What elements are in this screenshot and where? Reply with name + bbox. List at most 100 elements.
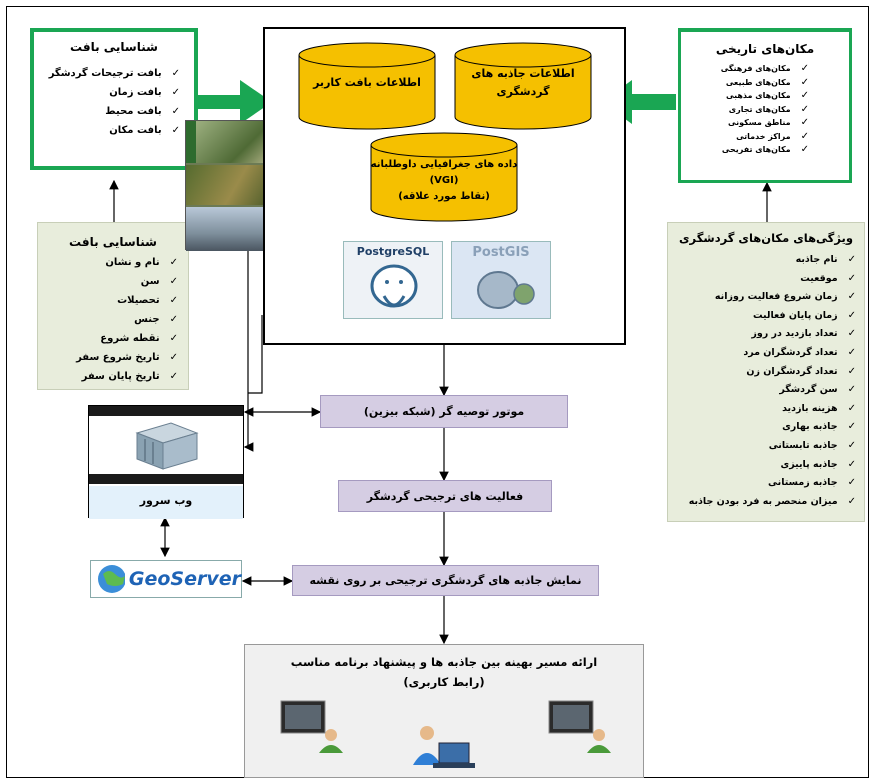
box-title: مکان‌های تاریخی — [715, 42, 815, 56]
db-attractions-label: اطلاعات جاذبه های گردشگری — [453, 65, 593, 101]
checklist-item-label: مکان‌های مذهبی — [726, 91, 791, 100]
checklist: ✓مکان‌های فرهنگی✓مکان‌های طبیعی✓مکان‌های… — [681, 62, 849, 157]
db-attractions-cylinder — [454, 42, 592, 130]
checklist-item-label: تاریخ پایان سفر — [81, 371, 160, 382]
globe-icon — [98, 565, 125, 593]
checklist-item: ✓ تاریخ پایان سفر — [38, 367, 178, 386]
check-icon: ✓ — [171, 87, 180, 98]
db-vgi-line1: داده های جغرافیایی داوطلبانه — [370, 159, 518, 170]
checklist-item-label: بافت مکان — [109, 125, 162, 136]
checklist-item: ✓زمان شروع فعالیت روزانه — [668, 288, 856, 307]
checklist-item: ✓ جاذبه پاییزی — [668, 456, 856, 475]
check-icon: ✓ — [847, 477, 856, 489]
checklist-item-label: مراکز خدماتی — [736, 131, 791, 141]
checklist-item: ✓ بافت مکان — [34, 121, 180, 140]
checklist-item: ✓ مکان‌های مذهبی — [681, 89, 809, 103]
check-icon: ✓ — [847, 328, 856, 340]
check-icon: ✓ — [847, 421, 856, 433]
check-icon: ✓ — [847, 346, 856, 358]
checklist-item-label: سن گردشگر — [779, 384, 838, 396]
check-icon: ✓ — [847, 495, 856, 507]
check-icon: ✓ — [800, 63, 809, 74]
db-attractions-line2: گردشگری — [496, 85, 550, 98]
checklist-item: ✓ مراکز خدماتی — [681, 130, 809, 144]
preferred-activities-step: فعالیت های ترجیحی گردشگر — [338, 480, 552, 512]
geoserver-logo: GeoServer — [90, 560, 242, 598]
postgresql-text: PostgreSQL — [356, 245, 430, 258]
checklist-item: ✓مکان‌های تجاری — [681, 103, 809, 117]
check-icon: ✓ — [800, 130, 809, 142]
checklist-item-label: تاریخ شروع سفر — [76, 352, 160, 363]
checklist-item: ✓موقعیت — [668, 270, 856, 289]
postgresql-logo: PostgreSQL — [343, 241, 443, 319]
db-user-context-label: اطلاعات بافت کاربر — [313, 76, 421, 89]
check-icon: ✓ — [847, 384, 856, 396]
checklist-item-label: جنس — [134, 314, 160, 325]
db-vgi-line2: (VGI) — [429, 175, 459, 186]
check-icon: ✓ — [847, 458, 856, 470]
check-icon: ✓ — [847, 365, 856, 377]
checklist-item: ✓ نام و نشان — [38, 253, 178, 272]
checklist-item-label: بافت زمان — [109, 87, 162, 98]
checklist-item-label: زمان شروع فعالیت روزانه — [714, 291, 838, 303]
check-icon: ✓ — [169, 371, 178, 382]
checklist-item-label: بافت ترجیحات گردشگر — [48, 68, 162, 79]
checklist-item: ✓ هزینه بازدید — [668, 400, 856, 419]
checklist-item: ✓مکان‌های تفریحی — [681, 143, 809, 157]
checklist-item: ✓میزان منحصر به فرد بودن جاذبه — [668, 493, 856, 512]
user-computer-icon-left — [280, 700, 343, 753]
elephant-globe-icon — [477, 271, 535, 309]
check-icon: ✓ — [847, 254, 856, 265]
checklist-item-label: تعداد گردشگران مرد — [743, 346, 838, 358]
check-icon: ✓ — [169, 352, 178, 363]
postgis-text: PostGIS — [472, 245, 530, 260]
db-vgi-label: داده های جغرافیایی داوطلبانه (VGI) (نقاط… — [369, 157, 519, 205]
check-icon: ✓ — [169, 333, 178, 344]
checklist-item: ✓مناطق مسکونی — [681, 116, 809, 130]
output-line2: (رابط کاربری) — [403, 675, 485, 689]
checklist-item-label: نام و نشان — [105, 257, 160, 268]
checklist-item: ✓جاذبه تابستانی — [668, 437, 856, 456]
check-icon: ✓ — [171, 106, 180, 117]
checklist-item-label: بافت محیط — [105, 106, 162, 117]
photo-badge — [186, 121, 196, 163]
checklist-item-label: سن — [140, 276, 160, 287]
web-server-label: وب سرور — [89, 486, 243, 519]
checklist-item: ✓جنس — [38, 310, 178, 329]
check-icon: ✓ — [169, 276, 178, 287]
tourism-place-features-box: ویژگی‌های مکان‌های گردشگری ✓نام جاذبه✓مو… — [667, 222, 865, 522]
checklist-item: ✓تعداد گردشگران زن — [668, 363, 856, 382]
checklist-item-label: جاذبه بهاری — [782, 421, 838, 433]
checklist-item: ✓ تعداد بازدید در روز — [668, 325, 856, 344]
check-icon: ✓ — [847, 402, 856, 414]
server-mid-bar — [89, 474, 243, 484]
checklist-item-label: زمان پایان فعالیت — [752, 309, 838, 321]
check-icon: ✓ — [800, 103, 809, 115]
check-icon: ✓ — [800, 76, 809, 88]
checklist-item-label: جاذبه پاییزی — [780, 458, 838, 470]
check-icon: ✓ — [800, 90, 809, 101]
checklist: ✓نام جاذبه✓موقعیت✓زمان شروع فعالیت روزان… — [668, 251, 864, 511]
check-icon: ✓ — [169, 257, 178, 268]
checklist-item-label: تعداد بازدید در روز — [751, 328, 838, 340]
server-top-bar — [89, 406, 243, 416]
db-vgi-line3: (نقاط مورد علاقه) — [398, 191, 490, 202]
check-icon: ✓ — [800, 117, 809, 128]
box-title: ویژگی‌های مکان‌های گردشگری — [679, 231, 853, 245]
box-title: شناسایی بافت — [70, 40, 158, 54]
checklist-item-label: هزینه بازدید — [782, 402, 838, 414]
green-arrow-left — [196, 80, 272, 124]
checklist-item-label: نقطه شروع — [100, 333, 160, 344]
db-vgi-cylinder — [370, 132, 518, 222]
check-icon: ✓ — [171, 125, 180, 136]
checklist-item: ✓ تعداد گردشگران مرد — [668, 344, 856, 363]
server-rack-icon — [135, 422, 199, 470]
checklist-item: ✓ نقطه شروع — [38, 329, 178, 348]
checklist-item-label: مکان‌های فرهنگی — [720, 64, 791, 73]
box-title: شناسایی بافت — [69, 235, 157, 249]
checklist: ✓نام و نشان✓سن✓تحصیلات✓جنس✓نقطه شروع✓تار… — [38, 253, 188, 386]
check-icon: ✓ — [800, 144, 809, 155]
output-line1: ارائه مسیر بهینه بین جاذبه ها و پیشنهاد … — [290, 655, 598, 669]
checklist-item-label: مکان‌های طبیعی — [725, 77, 791, 87]
web-server-box: وب سرور — [88, 405, 244, 519]
